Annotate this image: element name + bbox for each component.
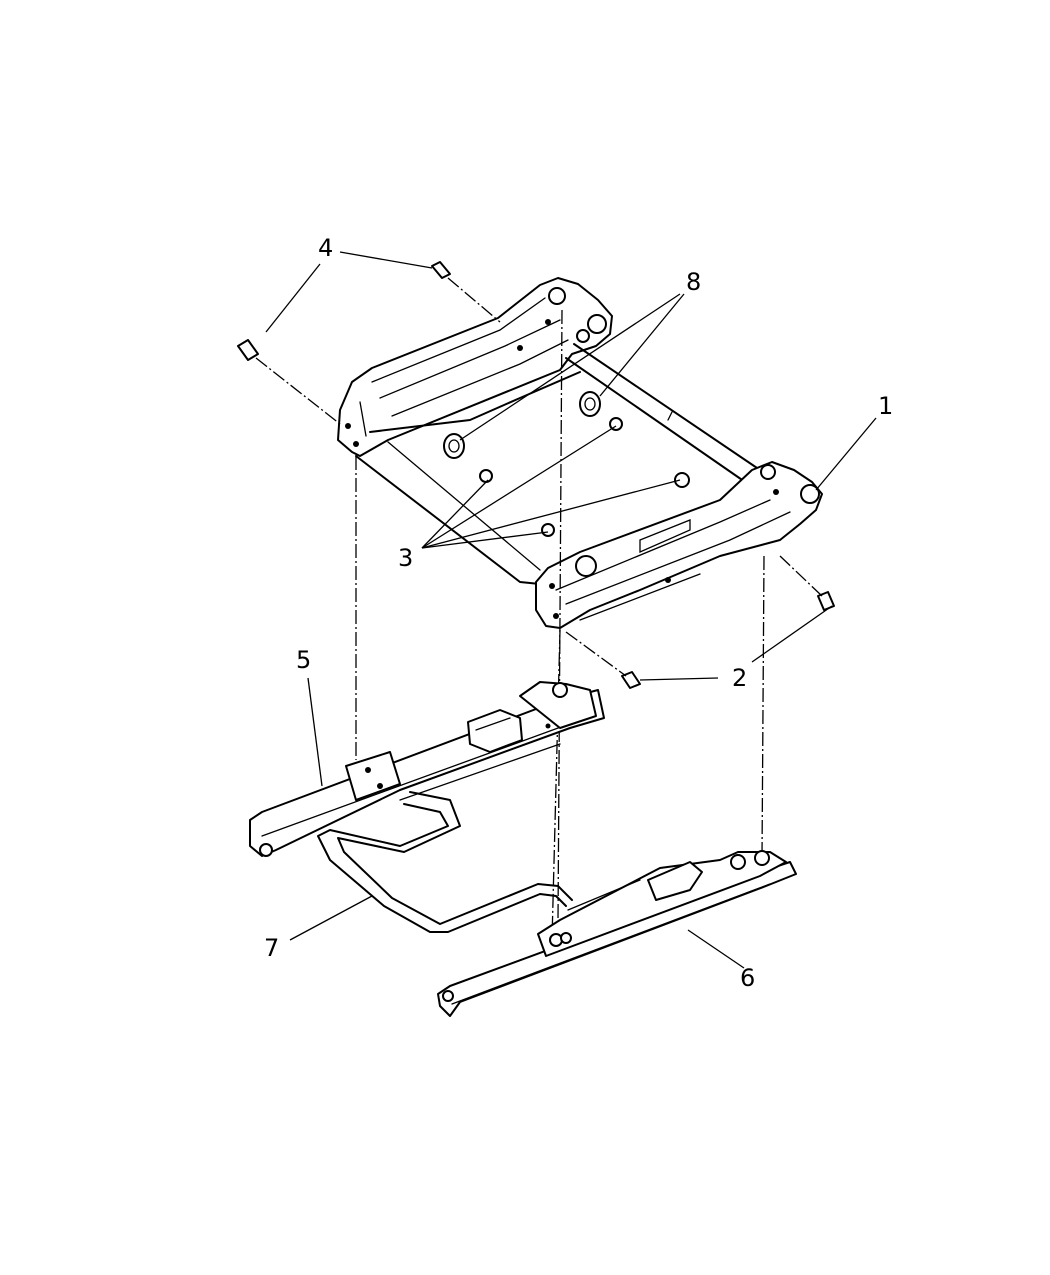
towel-bar [317, 791, 573, 933]
callout-5: 5 [296, 646, 311, 674]
callout-3: 3 [398, 544, 413, 572]
callout-7: 7 [264, 934, 279, 962]
callouts: 1 2 3 4 5 6 7 8 [264, 234, 893, 992]
leader-lines [265, 251, 877, 969]
callout-2: 2 [732, 664, 747, 692]
bolts [237, 261, 835, 689]
seat-frame [337, 277, 823, 629]
left-adjuster-track [249, 681, 605, 857]
alignment-lines [255, 277, 823, 941]
callout-6: 6 [740, 964, 755, 992]
right-adjuster-track [437, 850, 797, 1017]
callout-8: 8 [686, 268, 701, 296]
callout-1: 1 [878, 392, 893, 420]
callout-4: 4 [318, 234, 333, 262]
